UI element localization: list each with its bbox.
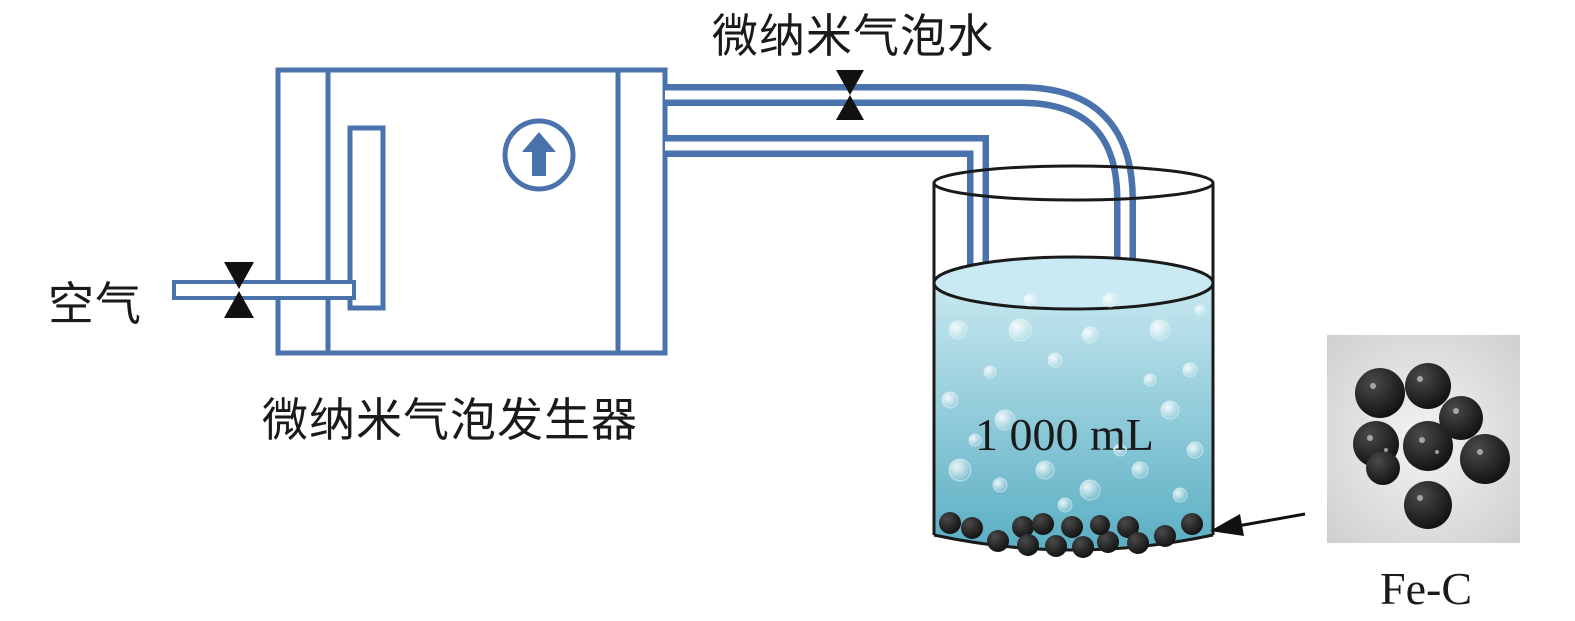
bubble-generator — [275, 67, 668, 356]
beaker — [932, 164, 1215, 558]
fe-c-label: Fe-C — [1380, 563, 1472, 614]
generator-body — [275, 67, 668, 356]
air-diffuser-element — [347, 125, 386, 311]
fe-c-particles — [939, 512, 1203, 558]
water-line-label: 微纳米气泡水 — [712, 9, 994, 63]
beaker-volume-label: 1 000 mL — [975, 409, 1154, 460]
air-valve-icon — [224, 262, 254, 318]
air-inlet-pipe — [172, 280, 356, 300]
bubbles — [941, 292, 1206, 513]
generator-label: 微纳米气泡发生器 — [262, 393, 638, 447]
arrow-left-icon — [1210, 512, 1306, 536]
fe-c-photo — [1327, 335, 1520, 543]
up-arrow-circle-icon — [502, 118, 576, 192]
water-valve-icon — [836, 70, 864, 120]
air-inlet-label: 空气 — [48, 277, 142, 331]
water-surface — [932, 255, 1215, 311]
